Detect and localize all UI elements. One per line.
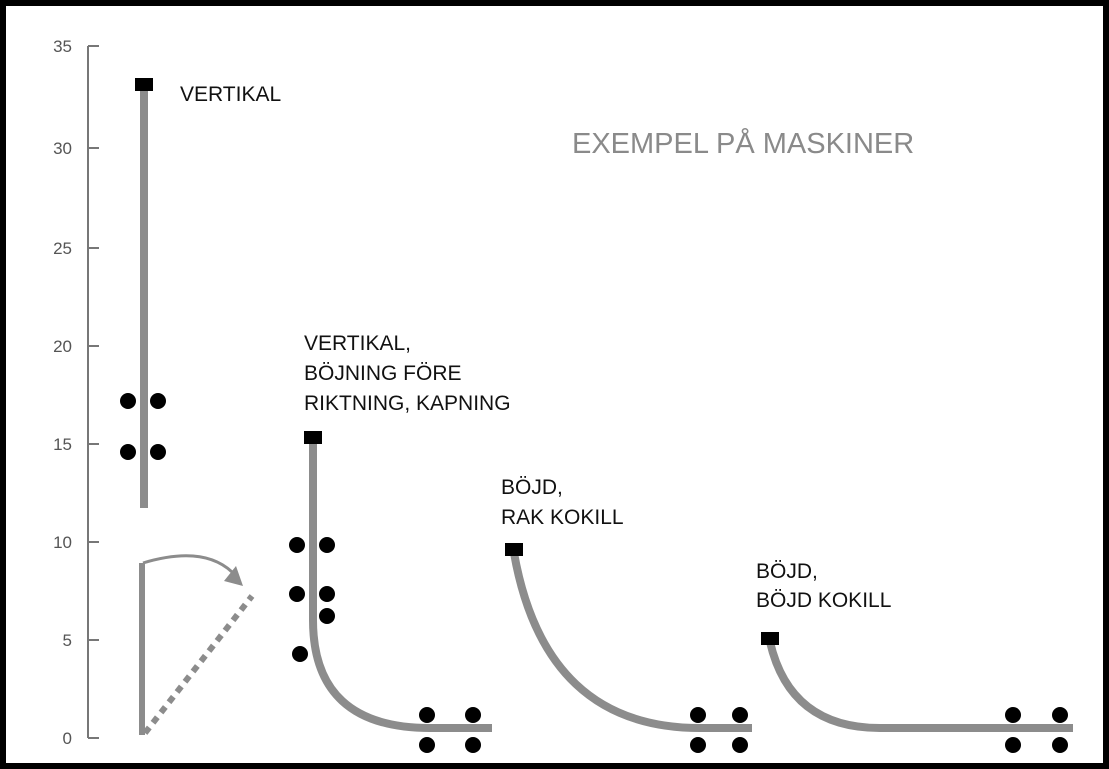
roll (419, 707, 435, 723)
tilt-indicator (139, 554, 255, 735)
mould-curved-straight-mould (505, 543, 523, 556)
y-axis-ticks (88, 45, 99, 739)
label-curved-straight-mould: BÖJD, RAK KOKILL (501, 476, 624, 529)
roll (690, 737, 706, 753)
machine-vertical-bending: VERTIKAL, BÖJNING FÖRE RIKTNING, KAPNING (289, 332, 511, 753)
tilt-arc (142, 554, 234, 574)
mould-vertical (135, 78, 153, 91)
label-vertical-line-1: VERTIKAL (180, 83, 281, 106)
y-tick-label-0: 0 (63, 729, 72, 748)
roll-set-vertical (120, 393, 166, 460)
label-curved-curved-mould-line-1: BÖJD, (756, 560, 818, 583)
strand-vertical-bending (309, 440, 492, 732)
roll (1005, 707, 1021, 723)
y-tick-label-15: 15 (53, 435, 72, 454)
roll (150, 393, 166, 409)
roll (690, 707, 706, 723)
label-curved-curved-mould-line-2: BÖJD KOKILL (756, 589, 891, 612)
roll (732, 737, 748, 753)
strand-curved-curved-mould (766, 641, 1073, 732)
roll (1005, 737, 1021, 753)
label-curved-straight-mould-line-2: RAK KOKILL (501, 506, 624, 529)
caster-diagram: EXEMPEL PÅ MASKINER 0 5 10 15 20 25 30 3… (53, 37, 1073, 753)
y-tick-label-35: 35 (53, 37, 72, 56)
y-tick-label-30: 30 (53, 139, 72, 158)
strand-curved-straight-mould (510, 552, 752, 732)
tilt-arrow-head (224, 566, 243, 586)
roll (732, 707, 748, 723)
y-tick-label-5: 5 (63, 631, 72, 650)
roll (1052, 707, 1068, 723)
roll (1052, 737, 1068, 753)
y-axis-tick-labels: 0 5 10 15 20 25 30 35 (53, 37, 72, 748)
roll-set-curved-straight-mould (690, 707, 748, 753)
label-vertical-bending: VERTIKAL, BÖJNING FÖRE RIKTNING, KAPNING (304, 332, 511, 415)
roll (319, 537, 335, 553)
roll (120, 444, 136, 460)
roll (120, 393, 136, 409)
mould-curved-curved-mould (761, 632, 779, 645)
roll (319, 586, 335, 602)
label-vertical-bending-line-1: VERTIKAL, (304, 332, 411, 355)
y-tick-label-20: 20 (53, 337, 72, 356)
roll (292, 646, 308, 662)
machine-vertical: VERTIKAL (120, 78, 281, 508)
figure-title: EXEMPEL PÅ MASKINER (572, 127, 914, 160)
y-tick-label-25: 25 (53, 239, 72, 258)
roll (289, 537, 305, 553)
machine-curved-curved-mould: BÖJD, BÖJD KOKILL (756, 560, 1073, 753)
tilt-tilted-line (142, 594, 255, 735)
roll-set-curved-curved-mould (1005, 707, 1068, 753)
label-vertical-bending-line-3: RIKTNING, KAPNING (304, 392, 511, 415)
machine-curved-straight-mould: BÖJD, RAK KOKILL (501, 476, 752, 753)
label-vertical-bending-line-2: BÖJNING FÖRE (304, 362, 462, 385)
roll (319, 608, 335, 624)
y-axis: 0 5 10 15 20 25 30 35 (53, 37, 99, 748)
roll (465, 737, 481, 753)
roll-set-vertical-bending (289, 537, 481, 753)
roll (419, 737, 435, 753)
label-curved-curved-mould: BÖJD, BÖJD KOKILL (756, 560, 891, 612)
roll (465, 707, 481, 723)
mould-vertical-bending (304, 431, 322, 444)
label-vertical: VERTIKAL (180, 83, 281, 106)
roll (150, 444, 166, 460)
y-tick-label-10: 10 (53, 533, 72, 552)
label-curved-straight-mould-line-1: BÖJD, (501, 476, 563, 499)
roll (289, 586, 305, 602)
